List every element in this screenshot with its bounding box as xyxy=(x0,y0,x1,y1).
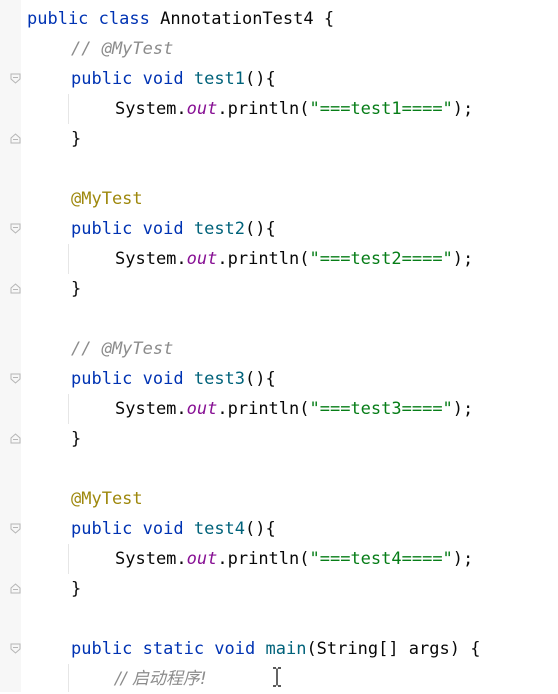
keyword: public static void xyxy=(71,639,256,659)
signature-tail: (){ xyxy=(245,69,276,89)
code-lines[interactable]: public class AnnotationTest4 { // @MyTes… xyxy=(27,4,558,694)
editor-gutter[interactable] xyxy=(0,0,21,692)
static-field: out xyxy=(186,399,218,419)
code-line-annotation[interactable]: // @MyTest xyxy=(27,34,558,64)
method-name: test2 xyxy=(193,219,246,239)
fold-open-icon[interactable] xyxy=(10,643,21,654)
code-line-method-signature[interactable]: public void test2(){ xyxy=(27,214,558,244)
signature-tail: (){ xyxy=(245,219,276,239)
code-line-blank[interactable] xyxy=(27,454,558,484)
signature-tail: (){ xyxy=(245,369,276,389)
code-line-close-brace[interactable]: } xyxy=(27,274,558,304)
keyword: public void xyxy=(71,219,184,239)
code-line-main-comment[interactable]: // 启动程序! xyxy=(27,664,558,694)
code-line-class-declaration[interactable]: public class AnnotationTest4 { xyxy=(27,4,558,34)
open-brace: { xyxy=(323,9,335,29)
code-line-close-brace[interactable]: } xyxy=(27,424,558,454)
indent-guide xyxy=(68,244,69,274)
code-line-blank[interactable] xyxy=(27,154,558,184)
body-call: .println( xyxy=(217,549,310,569)
keyword: public void xyxy=(71,69,184,89)
body-prefix: System. xyxy=(115,399,187,419)
close-brace: } xyxy=(71,579,82,599)
method-name: test4 xyxy=(193,519,246,539)
keyword: public void xyxy=(71,369,184,389)
code-line-method-body[interactable]: System.out.println("===test4===="); xyxy=(27,544,558,574)
body-call: .println( xyxy=(217,99,310,119)
code-line-method-body[interactable]: System.out.println("===test3===="); xyxy=(27,394,558,424)
code-line-method-body[interactable]: System.out.println("===test2===="); xyxy=(27,244,558,274)
fold-close-icon[interactable] xyxy=(10,583,21,594)
indent-guide xyxy=(68,544,69,574)
static-field: out xyxy=(186,549,218,569)
code-line-annotation[interactable]: // @MyTest xyxy=(27,334,558,364)
string-literal: "===test2====" xyxy=(309,249,453,269)
code-line-annotation[interactable]: @MyTest xyxy=(27,184,558,214)
fold-close-icon[interactable] xyxy=(10,133,21,144)
annotation-comment: // @MyTest xyxy=(71,39,174,59)
body-prefix: System. xyxy=(115,249,187,269)
code-line-close-brace[interactable]: } xyxy=(27,124,558,154)
string-literal: "===test1====" xyxy=(309,99,453,119)
fold-open-icon[interactable] xyxy=(10,523,21,534)
code-line-close-brace[interactable]: } xyxy=(27,574,558,604)
code-line-main-signature[interactable]: public static void main(String[] args) { xyxy=(27,634,558,664)
class-name: AnnotationTest4 xyxy=(160,9,314,29)
keyword: public class xyxy=(27,9,150,29)
method-name: main xyxy=(265,639,307,659)
close-brace: } xyxy=(71,429,82,449)
code-line-blank[interactable] xyxy=(27,604,558,634)
indent-guide xyxy=(68,394,69,424)
keyword: public void xyxy=(71,519,184,539)
indent-guide xyxy=(68,94,69,124)
code-line-method-signature[interactable]: public void test1(){ xyxy=(27,64,558,94)
fold-close-icon[interactable] xyxy=(10,283,21,294)
body-prefix: System. xyxy=(115,549,187,569)
static-field: out xyxy=(186,99,218,119)
text-cursor-icon xyxy=(272,667,282,687)
annotation: @MyTest xyxy=(71,489,143,509)
string-literal: "===test3====" xyxy=(309,399,453,419)
body-call: .println( xyxy=(217,399,310,419)
body-call: .println( xyxy=(217,249,310,269)
body-end: ); xyxy=(452,99,474,119)
indent-guide xyxy=(68,664,69,692)
code-line-method-signature[interactable]: public void test3(){ xyxy=(27,364,558,394)
main-comment: // 启动程序! xyxy=(115,669,207,689)
main-params: (String[] args) { xyxy=(306,639,481,659)
static-field: out xyxy=(186,249,218,269)
code-line-method-body[interactable]: System.out.println("===test1===="); xyxy=(27,94,558,124)
fold-open-icon[interactable] xyxy=(10,73,21,84)
annotation-comment: // @MyTest xyxy=(71,339,174,359)
body-end: ); xyxy=(452,399,474,419)
code-line-blank[interactable] xyxy=(27,304,558,334)
code-line-method-signature[interactable]: public void test4(){ xyxy=(27,514,558,544)
signature-tail: (){ xyxy=(245,519,276,539)
method-name: test3 xyxy=(193,369,246,389)
body-prefix: System. xyxy=(115,99,187,119)
close-brace: } xyxy=(71,279,82,299)
string-literal: "===test4====" xyxy=(309,549,453,569)
method-name: test1 xyxy=(193,69,246,89)
body-end: ); xyxy=(452,249,474,269)
fold-open-icon[interactable] xyxy=(10,223,21,234)
fold-close-icon[interactable] xyxy=(10,433,21,444)
close-brace: } xyxy=(71,129,82,149)
fold-open-icon[interactable] xyxy=(10,373,21,384)
code-line-annotation[interactable]: @MyTest xyxy=(27,484,558,514)
body-end: ); xyxy=(452,549,474,569)
annotation: @MyTest xyxy=(71,189,143,209)
